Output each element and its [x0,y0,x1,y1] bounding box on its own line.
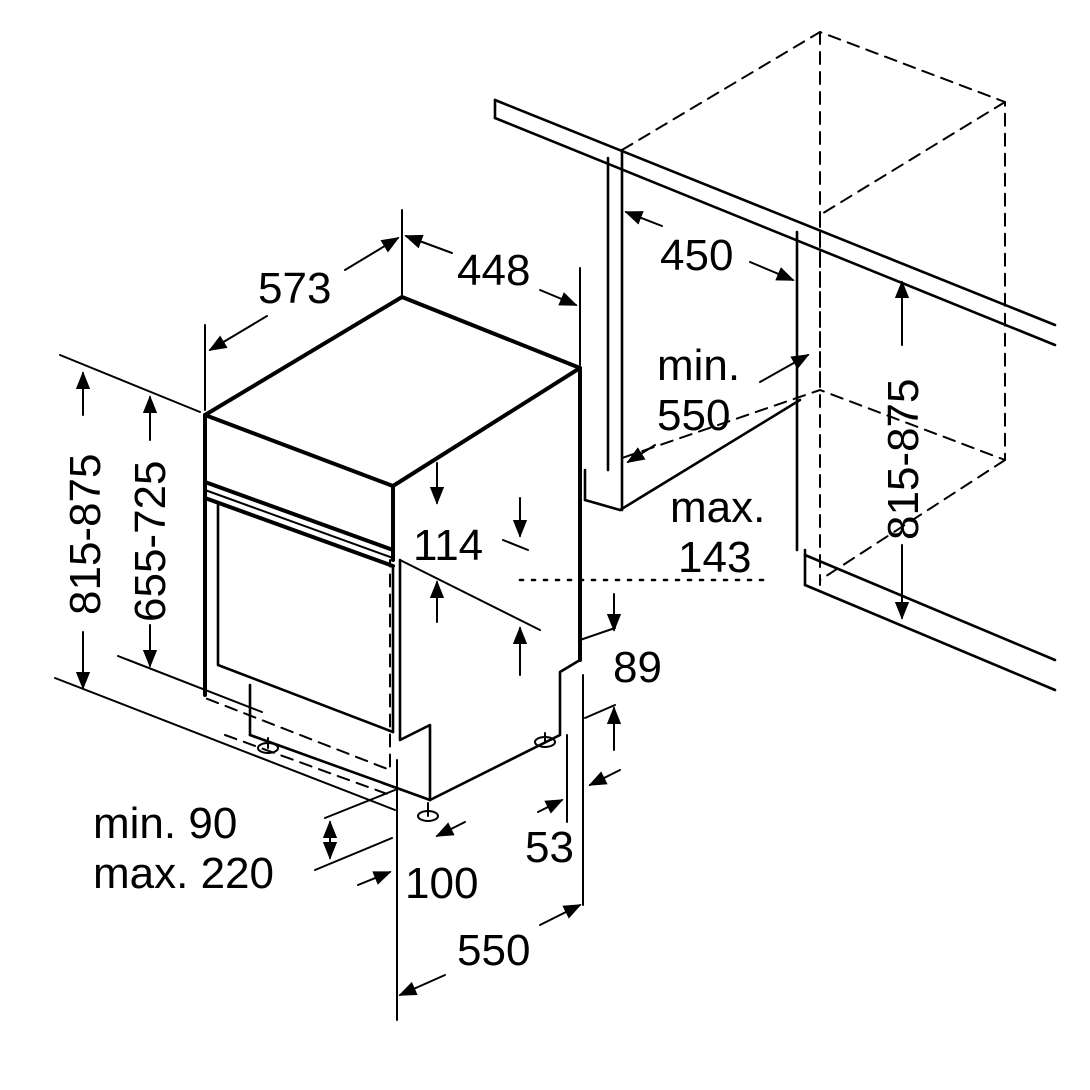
label-114: 114 [413,521,483,570]
label-815-875-left: 815-875 [61,454,110,615]
dimension-lines [54,209,910,1021]
label-100: 100 [405,859,478,908]
label-89: 89 [613,643,662,692]
niche-cabinet [493,31,1057,692]
label-815-875-right: 815-875 [879,379,928,540]
label-min-90: min. 90 [93,799,237,848]
label-655-725-left: 655-725 [126,461,175,622]
label-573: 573 [258,264,331,313]
label-550-bottom: 550 [457,926,530,975]
label-53: 53 [525,823,574,872]
label-448: 448 [457,246,530,295]
label-max-220: max. 220 [93,849,274,898]
label-450: 450 [660,231,733,280]
label-max-143-line1: max. [670,483,765,532]
label-min-550-line2: 550 [657,391,730,440]
label-max-143-line2: 143 [678,533,751,582]
label-min-550-line1: min. [657,341,740,390]
dishwasher-body [203,295,582,822]
dimension-labels: 573 448 450 min. 550 815-875 815-875 655… [61,231,928,975]
